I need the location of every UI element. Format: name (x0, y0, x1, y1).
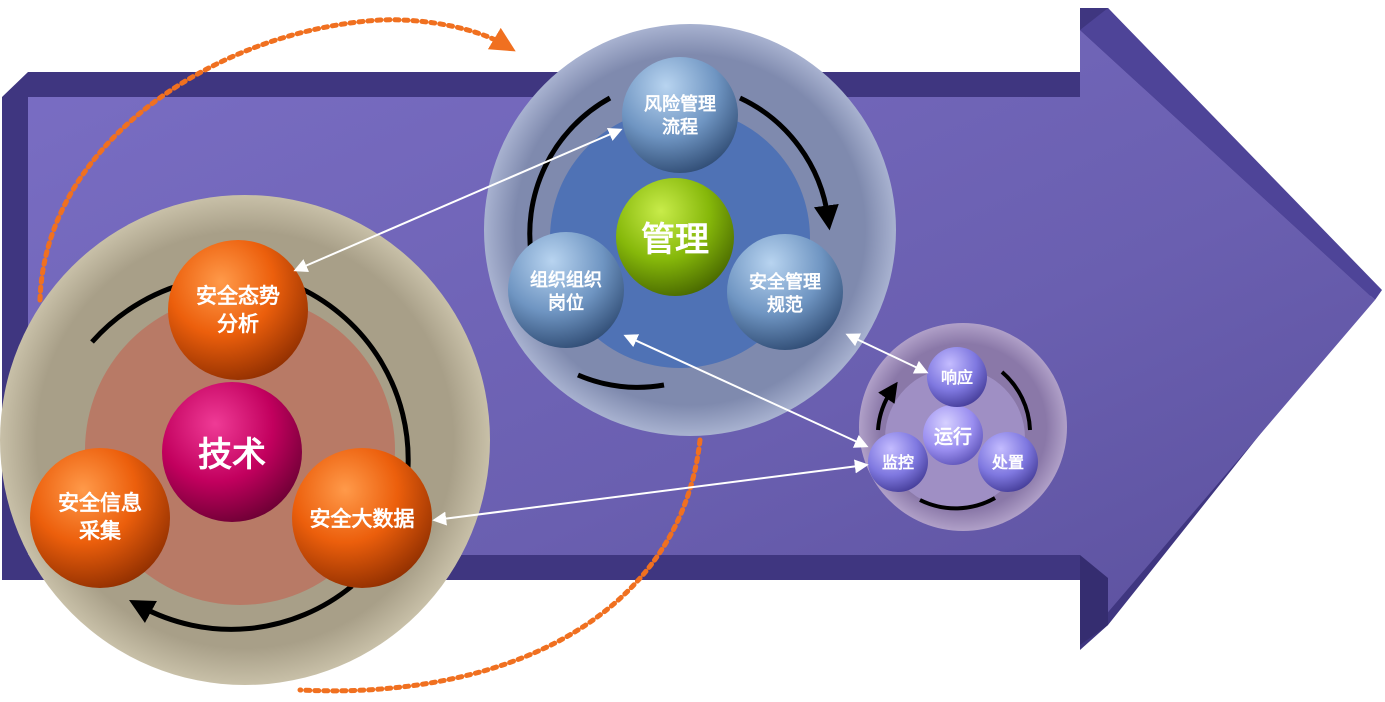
technology-cycle-arc (129, 584, 354, 632)
mgmt-norm-label: 规范 (767, 294, 803, 316)
operation-cycle-arc (876, 381, 898, 431)
risk-process-label: 风险管理 (644, 93, 716, 115)
response-node[interactable]: 响应 (927, 347, 987, 407)
monitor-node[interactable]: 监控 (868, 432, 928, 492)
technology-core-label: 技术 (198, 435, 266, 475)
management-cluster: 管理 风险管理 流程 组织组织 岗位 安全管理 规范 (484, 24, 896, 436)
technology-cluster: 技术 安全态势 分析 安全信息 采集 安全大数据 (0, 195, 490, 685)
risk-process-label: 流程 (662, 116, 698, 138)
management-core-node[interactable]: 管理 (616, 178, 734, 296)
mgmt-norm-label: 安全管理 (749, 271, 821, 293)
info-collection-label: 安全信息 (58, 491, 142, 515)
big-data-label: 安全大数据 (310, 507, 415, 531)
connector-org-monitor (623, 334, 869, 448)
big-data-node[interactable]: 安全大数据 (292, 448, 432, 588)
operation-cycle-arc (1000, 370, 1032, 431)
operation-core-label: 运行 (934, 425, 972, 448)
operation-cycle-arc (919, 496, 996, 511)
situation-analysis-label: 安全态势 (196, 284, 280, 308)
dispose-node[interactable]: 处置 (978, 432, 1038, 492)
connector-norm-response (845, 333, 929, 374)
org-position-label: 岗位 (548, 292, 584, 314)
mgmt-norm-node[interactable]: 安全管理 规范 (727, 234, 843, 350)
technology-cycle-arc (298, 285, 411, 469)
technology-core-node[interactable]: 技术 (162, 382, 302, 522)
management-cycle-arc (738, 95, 839, 231)
risk-process-node[interactable]: 风险管理 流程 (622, 57, 738, 173)
org-position-node[interactable]: 组织组织 岗位 (508, 232, 624, 348)
situation-analysis-label: 分析 (217, 312, 259, 336)
operation-core-node[interactable]: 运行 (923, 405, 983, 465)
connector-risk-situation (293, 128, 623, 272)
org-position-label: 组织组织 (530, 269, 602, 291)
management-core-label: 管理 (641, 220, 709, 260)
connector-monitor-bigdata (432, 459, 869, 526)
situation-analysis-node[interactable]: 安全态势 分析 (168, 240, 308, 380)
monitor-label: 监控 (882, 453, 914, 472)
operation-cluster: 运行 响应 监控 处置 (859, 323, 1067, 531)
info-collection-node[interactable]: 安全信息 采集 (30, 448, 170, 588)
connectors (293, 128, 929, 526)
response-label: 响应 (941, 368, 973, 387)
info-collection-label: 采集 (79, 519, 122, 543)
dispose-label: 处置 (991, 453, 1024, 472)
